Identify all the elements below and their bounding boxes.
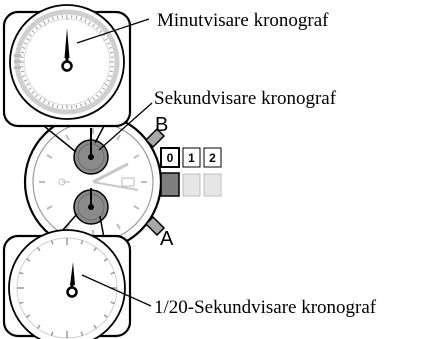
dial-tick: [19, 271, 24, 275]
dial-tick: [50, 331, 54, 336]
dial-tick: [109, 51, 114, 54]
button-a-label: A: [160, 228, 174, 250]
button-b-label: B: [155, 114, 168, 136]
lower-subdial: [73, 188, 109, 225]
dial-tick: [84, 101, 87, 106]
twentieth-second-inset: [2, 229, 132, 339]
dial-tick: [106, 42, 111, 45]
dial-tick: [23, 79, 28, 82]
watch-case: [23, 112, 163, 252]
dial-tick: [103, 257, 108, 262]
crown-position-1: 1: [188, 151, 195, 165]
dial-tick: [93, 247, 98, 252]
dial-tick: [31, 91, 35, 94]
dial-tick: [35, 94, 38, 98]
dial-tick: [22, 75, 26, 77]
dial-tick: [106, 79, 111, 82]
minute-hand-inset: [2, 4, 132, 128]
twentieth-chrono-hand: [66, 262, 78, 298]
dial-tick: [23, 42, 28, 45]
crown-position-2: 2: [209, 151, 216, 165]
dial-tick: [102, 87, 106, 91]
dial-tick: [93, 324, 98, 329]
dial-tick: [108, 47, 112, 49]
dial-tick: [92, 23, 96, 27]
dial-tick: [47, 101, 50, 106]
dial-tick: [80, 103, 82, 107]
dial-tick: [47, 18, 50, 23]
pusher-a: [144, 215, 166, 237]
dial-tick: [26, 257, 31, 262]
dial-tick: [109, 70, 114, 73]
dial-tick: [28, 87, 32, 91]
dial-tick: [99, 30, 103, 33]
dial-tick: [50, 240, 54, 245]
dial-tick: [35, 26, 38, 30]
dial-tick: [75, 15, 78, 20]
dial-tick: [96, 94, 99, 98]
dial-tick: [108, 75, 112, 77]
dial-tick: [75, 104, 78, 109]
dial-tick: [110, 271, 115, 275]
twentieth-chrono-label: 1/20-Sekundvisare kronograf: [154, 297, 377, 318]
crown: [160, 172, 180, 197]
upper-callout-lines: [43, 125, 105, 153]
dial-tick: [38, 97, 42, 101]
dial-tick: [110, 301, 115, 305]
dial-tick: [102, 33, 106, 37]
dial-tick: [52, 103, 54, 107]
dial-tick: [36, 247, 41, 252]
dial-tick: [103, 314, 108, 319]
dial-tick: [80, 17, 82, 21]
dial-tick: [22, 47, 26, 49]
dial-tick: [92, 97, 96, 101]
dial-tick: [20, 70, 25, 73]
dial-tick: [19, 301, 24, 305]
dial-tick: [26, 314, 31, 319]
dial-tick: [28, 33, 32, 37]
minute-chrono-hand: [61, 28, 73, 72]
dial-tick: [84, 18, 87, 23]
dial-tick: [20, 51, 25, 54]
crown-position-indicators: 0 1 2: [160, 147, 222, 197]
dial-tick: [36, 324, 41, 329]
label-leaders: [76, 18, 153, 307]
second-chrono-label: Sekundvisare kronograf: [154, 88, 337, 109]
pusher-b: [144, 127, 166, 149]
dial-tick: [52, 17, 54, 21]
dial-tick: [99, 91, 103, 94]
upper-subdial: [73, 128, 109, 175]
dial-tick: [38, 23, 42, 27]
dial-tick: [56, 104, 59, 109]
dial-tick: [56, 15, 59, 20]
minute-chrono-label: Minutvisare kronograf: [157, 10, 329, 31]
dial-tick: [80, 240, 84, 245]
crown-position-0: 0: [167, 151, 174, 165]
dial-tick: [80, 331, 84, 336]
dial-tick: [96, 26, 99, 30]
dial-tick: [31, 30, 35, 33]
